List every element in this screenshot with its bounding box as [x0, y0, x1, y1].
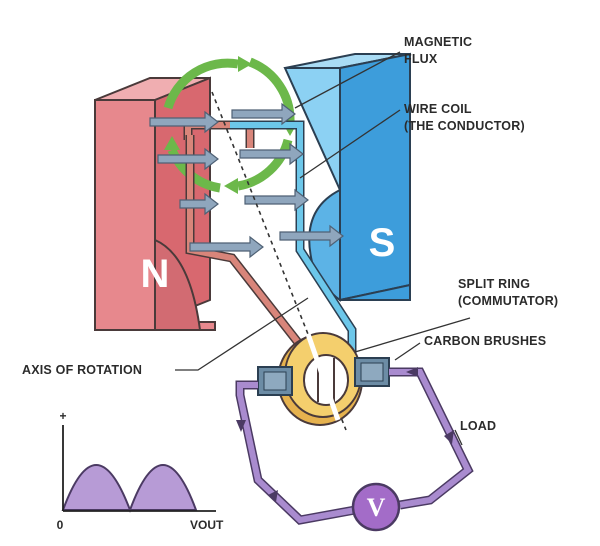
voltmeter: V: [351, 482, 401, 532]
north-pole-label: N: [141, 252, 170, 296]
external-circuit: [235, 367, 474, 525]
axis-of-rotation-label: AXIS OF ROTATION: [22, 363, 142, 377]
voltmeter-symbol: V: [367, 493, 386, 522]
wire-coil-label-line1: WIRE COIL: [404, 102, 472, 116]
south-pole-magnet: S: [283, 52, 411, 302]
carbon-brush-left: [257, 366, 293, 396]
split-ring-label-line1: SPLIT RING: [458, 277, 530, 291]
carbon-brush-right: [354, 357, 390, 387]
split-ring-label-line2: (COMMUTATOR): [458, 294, 558, 308]
graph-plus-label: +: [59, 409, 66, 423]
graph-origin-label: 0: [57, 518, 64, 532]
wire-coil-label-line2: (THE CONDUCTOR): [404, 119, 525, 133]
carbon-brushes-label: CARBON BRUSHES: [424, 334, 546, 348]
south-pole-label: S: [369, 221, 396, 265]
graph-x-label: VOUT: [190, 518, 224, 532]
magnetic-flux-label-line2: FLUX: [404, 52, 438, 66]
output-voltage-graph: + 0 VOUT: [57, 409, 224, 532]
magnetic-flux-arrows: [149, 102, 344, 259]
magnetic-flux-label-line1: MAGNETIC: [404, 35, 472, 49]
load-label: LOAD: [460, 419, 496, 433]
split-ring-commutator: [277, 332, 363, 426]
label-leader-lines: [175, 51, 471, 446]
